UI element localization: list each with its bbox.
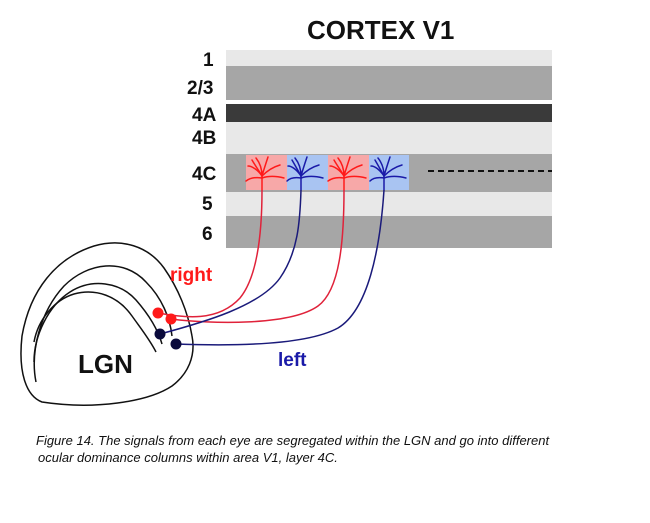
left-eye-cell-2 bbox=[170, 338, 182, 350]
cortex-layers bbox=[226, 50, 552, 248]
layer-4a-band bbox=[226, 104, 552, 122]
layer-label-2-3: 2/3 bbox=[187, 78, 213, 99]
left-eye-axons bbox=[159, 189, 385, 346]
diagram-title: CORTEX V1 bbox=[307, 15, 454, 45]
layer-label-1: 1 bbox=[203, 50, 214, 71]
right-axon-2 bbox=[170, 189, 345, 324]
layer-label-4c: 4C bbox=[192, 164, 217, 185]
right-eye-cell-1 bbox=[152, 307, 164, 319]
left-axon-1 bbox=[159, 189, 302, 335]
layer-label-6: 6 bbox=[202, 224, 213, 245]
left-eye-cell-1 bbox=[154, 328, 166, 340]
left-column-1 bbox=[287, 155, 328, 190]
right-eye-label: right bbox=[170, 265, 213, 286]
layer-5-band bbox=[226, 192, 552, 216]
lgn-cells bbox=[152, 307, 182, 350]
layer-label-4b: 4B bbox=[192, 128, 216, 149]
lgn-shape bbox=[20, 242, 194, 406]
layer-6-band bbox=[226, 216, 552, 248]
left-eye-label: left bbox=[278, 350, 307, 371]
arbor-right-2 bbox=[327, 156, 367, 191]
right-axon-1 bbox=[157, 189, 263, 318]
arbor-left-2 bbox=[369, 156, 407, 191]
arbor-right-1 bbox=[245, 156, 285, 191]
right-eye-axons bbox=[157, 189, 345, 324]
figure-caption: Figure 14. The signals from each eye are… bbox=[36, 432, 626, 466]
layer-label-5: 5 bbox=[202, 194, 213, 215]
arbor-left-1 bbox=[286, 156, 324, 191]
caption-line-2: ocular dominance columns within area V1,… bbox=[38, 450, 338, 465]
layer-labels: 1 2/3 4A 4B 4C 5 6 bbox=[187, 50, 217, 245]
layer-1-band bbox=[226, 50, 552, 66]
lgn-label: LGN bbox=[78, 349, 133, 379]
layer-2-3-band bbox=[226, 66, 552, 100]
layer-label-4a: 4A bbox=[192, 105, 217, 126]
right-eye-cell-2 bbox=[165, 313, 177, 325]
left-axon-2 bbox=[175, 189, 385, 346]
layer-4b-band bbox=[226, 122, 552, 154]
caption-line-1: Figure 14. The signals from each eye are… bbox=[36, 433, 550, 448]
